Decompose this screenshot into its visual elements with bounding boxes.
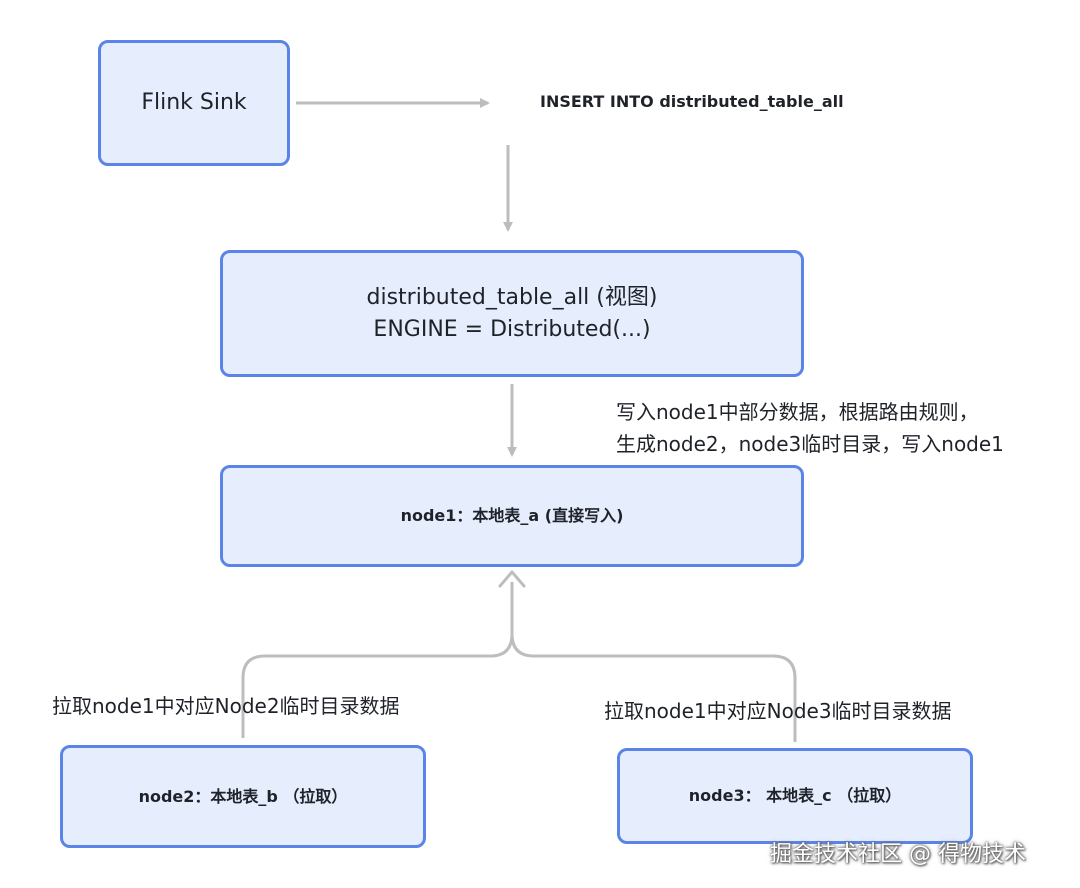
pull-node2-annotation: 拉取node1中对应Node2临时目录数据: [52, 694, 400, 718]
node2-local-table: node2：本地表_b （拉取）: [60, 745, 426, 848]
write-note-line1: 写入node1中部分数据，根据路由规则，: [616, 400, 979, 424]
flink-sink-node: Flink Sink: [98, 40, 290, 166]
watermark: 掘金技术社区 @ 得物技术: [770, 842, 1026, 867]
edge-node3-to-node1: [510, 633, 797, 742]
insert-statement-node: INSERT INTO distributed_table_all: [540, 92, 844, 111]
arrowhead-into-node1: [498, 570, 526, 588]
node3-local-table: node3： 本地表_c （拉取）: [617, 748, 973, 844]
flink-sink-label: Flink Sink: [141, 90, 247, 115]
node3-label: node3： 本地表_c （拉取）: [688, 786, 902, 805]
node1-local-table: node1：本地表_a (直接写入): [220, 465, 804, 567]
distributed-table-name: distributed_table_all (视图): [366, 284, 658, 310]
edge-node2-to-node1: [241, 582, 514, 738]
distributed-table-engine: ENGINE = Distributed(...): [373, 316, 651, 342]
write-note-line2: 生成node2，node3临时目录，写入node1: [616, 432, 1004, 456]
node2-label: node2：本地表_b （拉取）: [138, 786, 348, 806]
pull-node3-annotation: 拉取node1中对应Node3临时目录数据: [604, 699, 952, 723]
distributed-table-node: distributed_table_all (视图) ENGINE = Dist…: [220, 250, 804, 377]
node1-label: node1：本地表_a (直接写入): [400, 506, 624, 525]
